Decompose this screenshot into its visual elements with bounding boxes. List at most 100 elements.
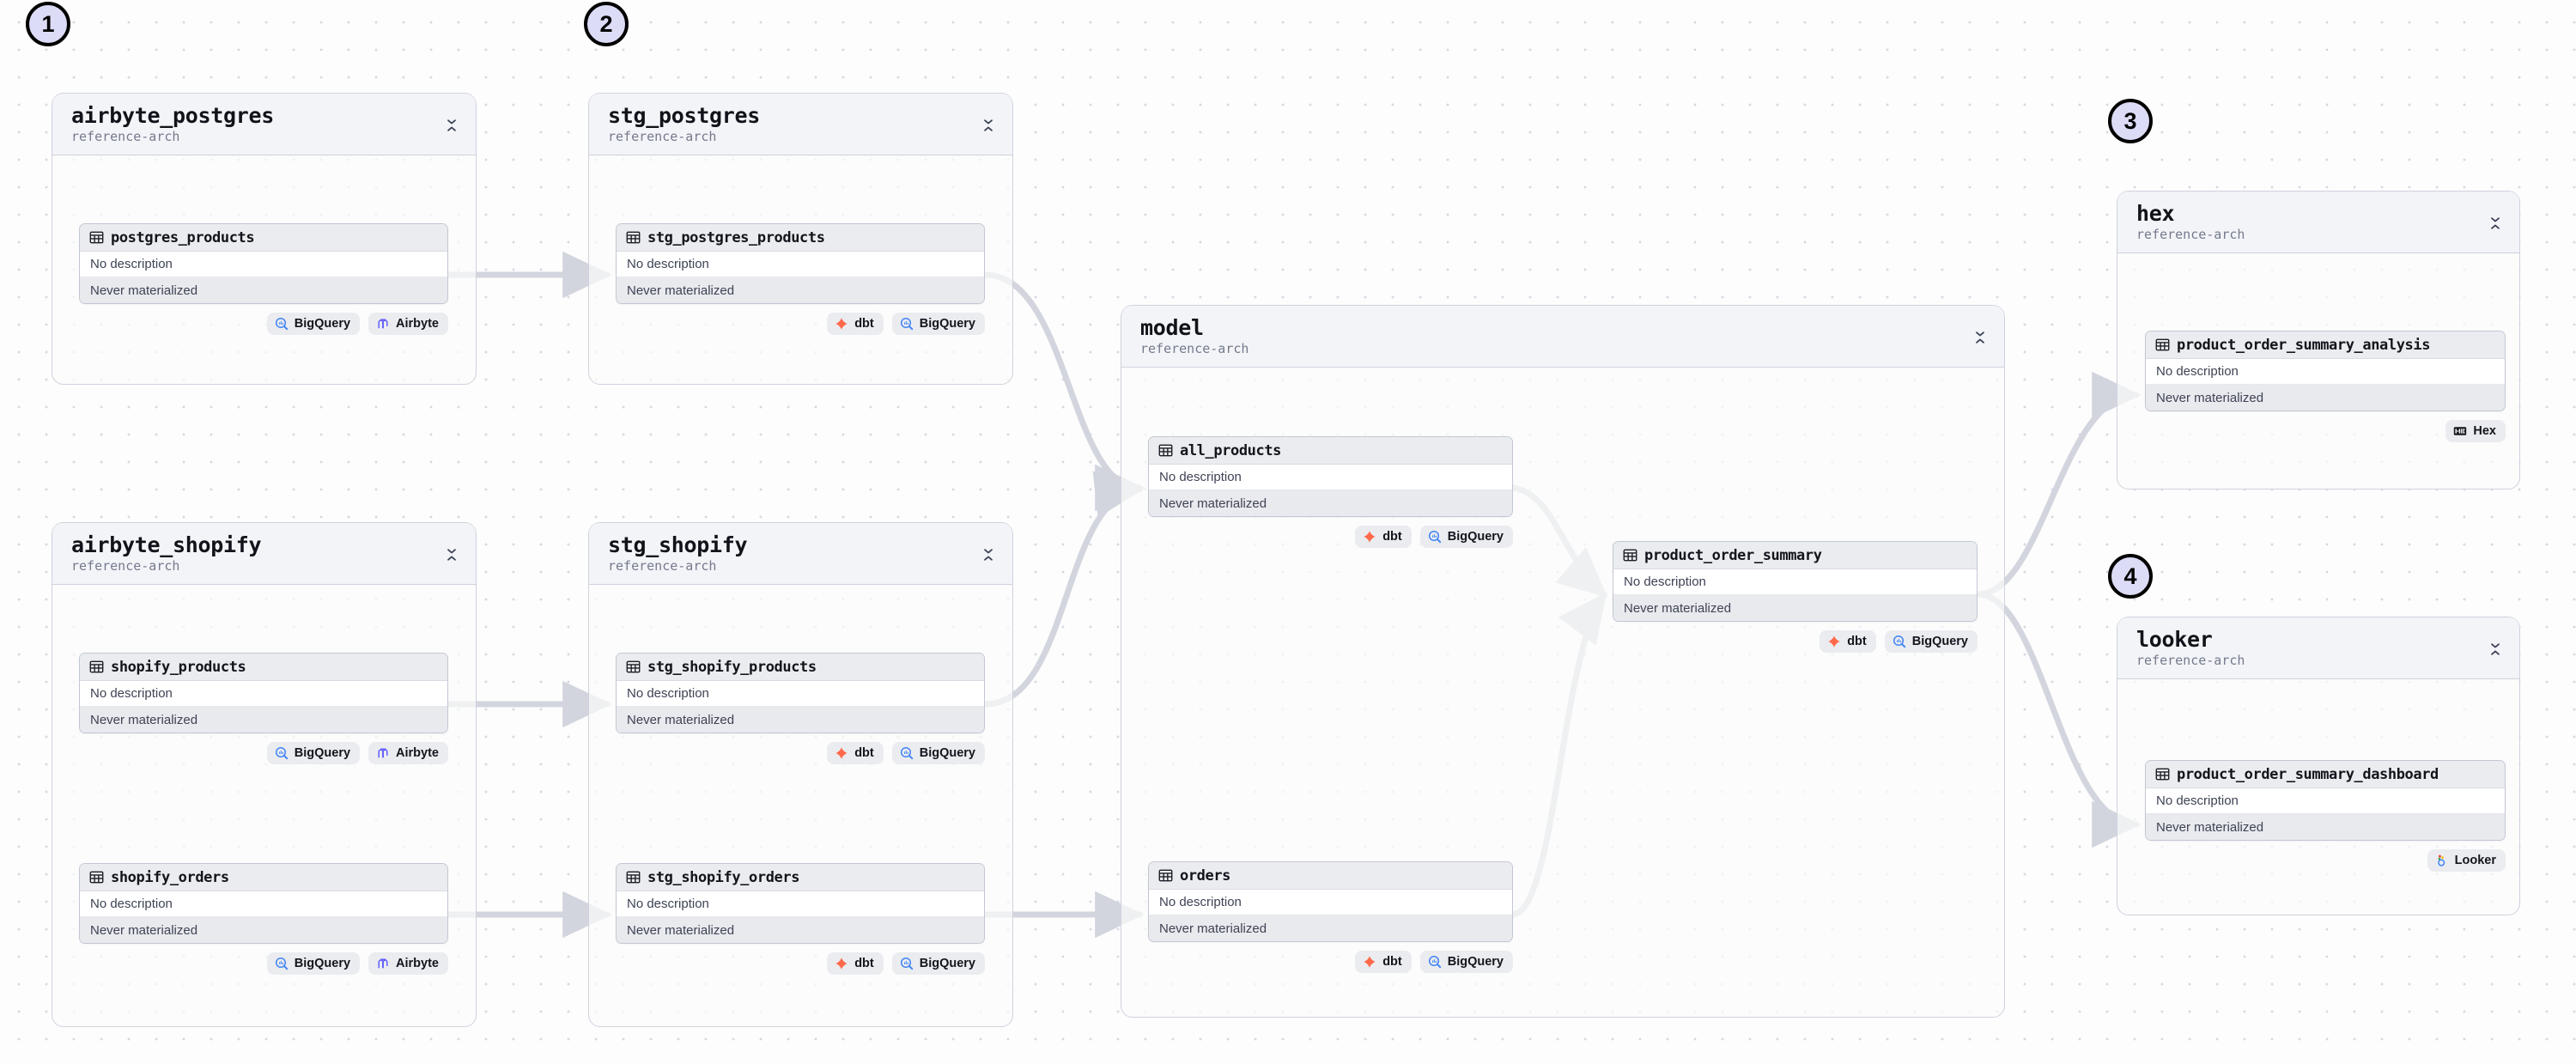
collapse-chevrons-icon[interactable]	[981, 118, 995, 133]
asset-node-shopify_products[interactable]: shopify_products No description Never ma…	[79, 653, 448, 733]
integration-badge-bigquery[interactable]: BigQuery	[266, 313, 361, 335]
asset-materialization-status: Never materialized	[80, 277, 447, 303]
group-header-stg_postgres[interactable]: stg_postgres reference-arch	[589, 94, 1012, 155]
asset-description: No description	[80, 252, 447, 277]
integration-badge-dbt[interactable]: dbt	[1820, 630, 1876, 653]
integration-badge-airbyte[interactable]: Airbyte	[368, 952, 448, 975]
group-subtitle: reference-arch	[608, 129, 717, 144]
integration-badge-hex[interactable]: Hex	[2445, 420, 2506, 442]
group-airbyte_shopify[interactable]: airbyte_shopify reference-arch	[52, 522, 477, 1027]
asset-node-name: orders	[1180, 866, 1231, 885]
integration-badge-dbt[interactable]: dbt	[827, 742, 884, 764]
integration-badges-product_order_summary_dashboard: Looker	[2145, 849, 2506, 872]
asset-materialization-status: Never materialized	[2146, 385, 2505, 410]
group-header-model[interactable]: model reference-arch	[1121, 306, 2004, 368]
integration-badge-label: dbt	[854, 746, 874, 760]
integration-badge-label: BigQuery	[1447, 955, 1504, 969]
group-subtitle: reference-arch	[71, 129, 180, 144]
asset-node-name: stg_shopify_products	[647, 658, 817, 676]
asset-node-name: shopify_products	[111, 658, 246, 676]
group-header-looker[interactable]: looker reference-arch	[2117, 617, 2519, 679]
group-title: airbyte_postgres	[71, 103, 275, 128]
group-header-stg_shopify[interactable]: stg_shopify reference-arch	[589, 523, 1012, 585]
integration-badge-dbt[interactable]: dbt	[827, 313, 884, 335]
dbt-icon	[1363, 955, 1376, 969]
asset-node-stg_postgres_products[interactable]: stg_postgres_products No description Nev…	[616, 223, 985, 304]
table-grid-icon	[626, 660, 641, 674]
integration-badge-bigquery[interactable]: BigQuery	[1419, 526, 1513, 548]
group-header-hex[interactable]: hex reference-arch	[2117, 192, 2519, 253]
bigquery-icon	[275, 317, 289, 331]
group-stg_shopify[interactable]: stg_shopify reference-arch	[588, 522, 1013, 1027]
integration-badge-label: BigQuery	[919, 317, 975, 331]
airbyte-icon	[376, 957, 390, 970]
asset-node-header: product_order_summary_analysis	[2146, 331, 2505, 359]
integration-badges-shopify_orders: BigQuery Airbyte	[79, 952, 448, 975]
asset-description: No description	[617, 252, 984, 277]
asset-node-all_products[interactable]: all_products No description Never materi…	[1148, 436, 1513, 517]
table-grid-icon	[1158, 868, 1173, 883]
step-badge-label: 3	[2123, 107, 2137, 134]
step-badge-4: 4	[2108, 554, 2153, 599]
integration-badge-bigquery[interactable]: BigQuery	[1884, 630, 1978, 653]
collapse-chevrons-icon[interactable]	[1973, 330, 1987, 345]
asset-node-header: stg_shopify_orders	[617, 864, 984, 891]
integration-badge-bigquery[interactable]: BigQuery	[266, 742, 361, 764]
integration-badge-dbt[interactable]: dbt	[1355, 526, 1412, 548]
asset-materialization-status: Never materialized	[1613, 595, 1977, 621]
collapse-chevrons-icon[interactable]	[2488, 641, 2502, 657]
integration-badge-label: dbt	[1382, 955, 1402, 969]
asset-node-product_order_summary[interactable]: product_order_summary No description Nev…	[1613, 541, 1978, 622]
asset-node-postgres_products[interactable]: postgres_products No description Never m…	[79, 223, 448, 304]
group-header-airbyte_shopify[interactable]: airbyte_shopify reference-arch	[52, 523, 476, 585]
integration-badge-label: BigQuery	[1911, 635, 1968, 648]
integration-badge-bigquery[interactable]: BigQuery	[891, 952, 985, 975]
integration-badge-bigquery[interactable]: BigQuery	[891, 313, 985, 335]
airbyte-icon	[376, 317, 390, 331]
asset-node-stg_shopify_orders[interactable]: stg_shopify_orders No description Never …	[616, 863, 985, 944]
asset-node-name: product_order_summary_analysis	[2177, 336, 2431, 354]
collapse-chevrons-icon[interactable]	[445, 547, 459, 562]
asset-materialization-status: Never materialized	[617, 917, 984, 943]
asset-node-product_order_summary_analysis[interactable]: product_order_summary_analysis No descri…	[2145, 331, 2506, 411]
collapse-chevrons-icon[interactable]	[981, 547, 995, 562]
table-grid-icon	[2155, 337, 2170, 352]
integration-badge-airbyte[interactable]: Airbyte	[368, 313, 448, 335]
integration-badge-bigquery[interactable]: BigQuery	[891, 742, 985, 764]
table-grid-icon	[89, 660, 104, 674]
integration-badge-bigquery[interactable]: BigQuery	[266, 952, 361, 975]
step-badge-label: 2	[599, 10, 613, 37]
integration-badge-dbt[interactable]: dbt	[1355, 951, 1412, 973]
asset-node-stg_shopify_products[interactable]: stg_shopify_products No description Neve…	[616, 653, 985, 733]
bigquery-icon	[1428, 955, 1442, 969]
asset-description: No description	[80, 681, 447, 707]
table-grid-icon	[626, 870, 641, 885]
group-header-airbyte_postgres[interactable]: airbyte_postgres reference-arch	[52, 94, 476, 155]
step-badge-3: 3	[2108, 99, 2153, 143]
dbt-icon	[1363, 530, 1376, 544]
integration-badge-label: Airbyte	[396, 317, 439, 331]
asset-materialization-status: Never materialized	[1149, 490, 1512, 516]
table-grid-icon	[89, 870, 104, 885]
group-subtitle: reference-arch	[71, 558, 180, 574]
asset-node-name: shopify_orders	[111, 868, 229, 886]
collapse-chevrons-icon[interactable]	[2488, 216, 2502, 231]
integration-badge-label: dbt	[1382, 530, 1402, 544]
asset-node-name: postgres_products	[111, 228, 255, 246]
asset-node-name: product_order_summary	[1644, 546, 1822, 564]
asset-node-product_order_summary_dashboard[interactable]: product_order_summary_dashboard No descr…	[2145, 760, 2506, 841]
integration-badges-orders: dbt BigQuery	[1148, 951, 1513, 973]
integration-badge-bigquery[interactable]: BigQuery	[1419, 951, 1513, 973]
collapse-chevrons-icon[interactable]	[445, 118, 459, 133]
integration-badge-dbt[interactable]: dbt	[827, 952, 884, 975]
asset-description: No description	[80, 891, 447, 917]
asset-node-orders[interactable]: orders No description Never materialized	[1148, 861, 1513, 942]
integration-badge-airbyte[interactable]: Airbyte	[368, 742, 448, 764]
integration-badge-label: dbt	[854, 317, 874, 331]
integration-badge-looker[interactable]: Looker	[2427, 849, 2506, 872]
group-title: hex	[2136, 201, 2175, 226]
group-subtitle: reference-arch	[1140, 341, 1249, 356]
asset-node-shopify_orders[interactable]: shopify_orders No description Never mate…	[79, 863, 448, 944]
asset-materialization-status: Never materialized	[617, 277, 984, 303]
